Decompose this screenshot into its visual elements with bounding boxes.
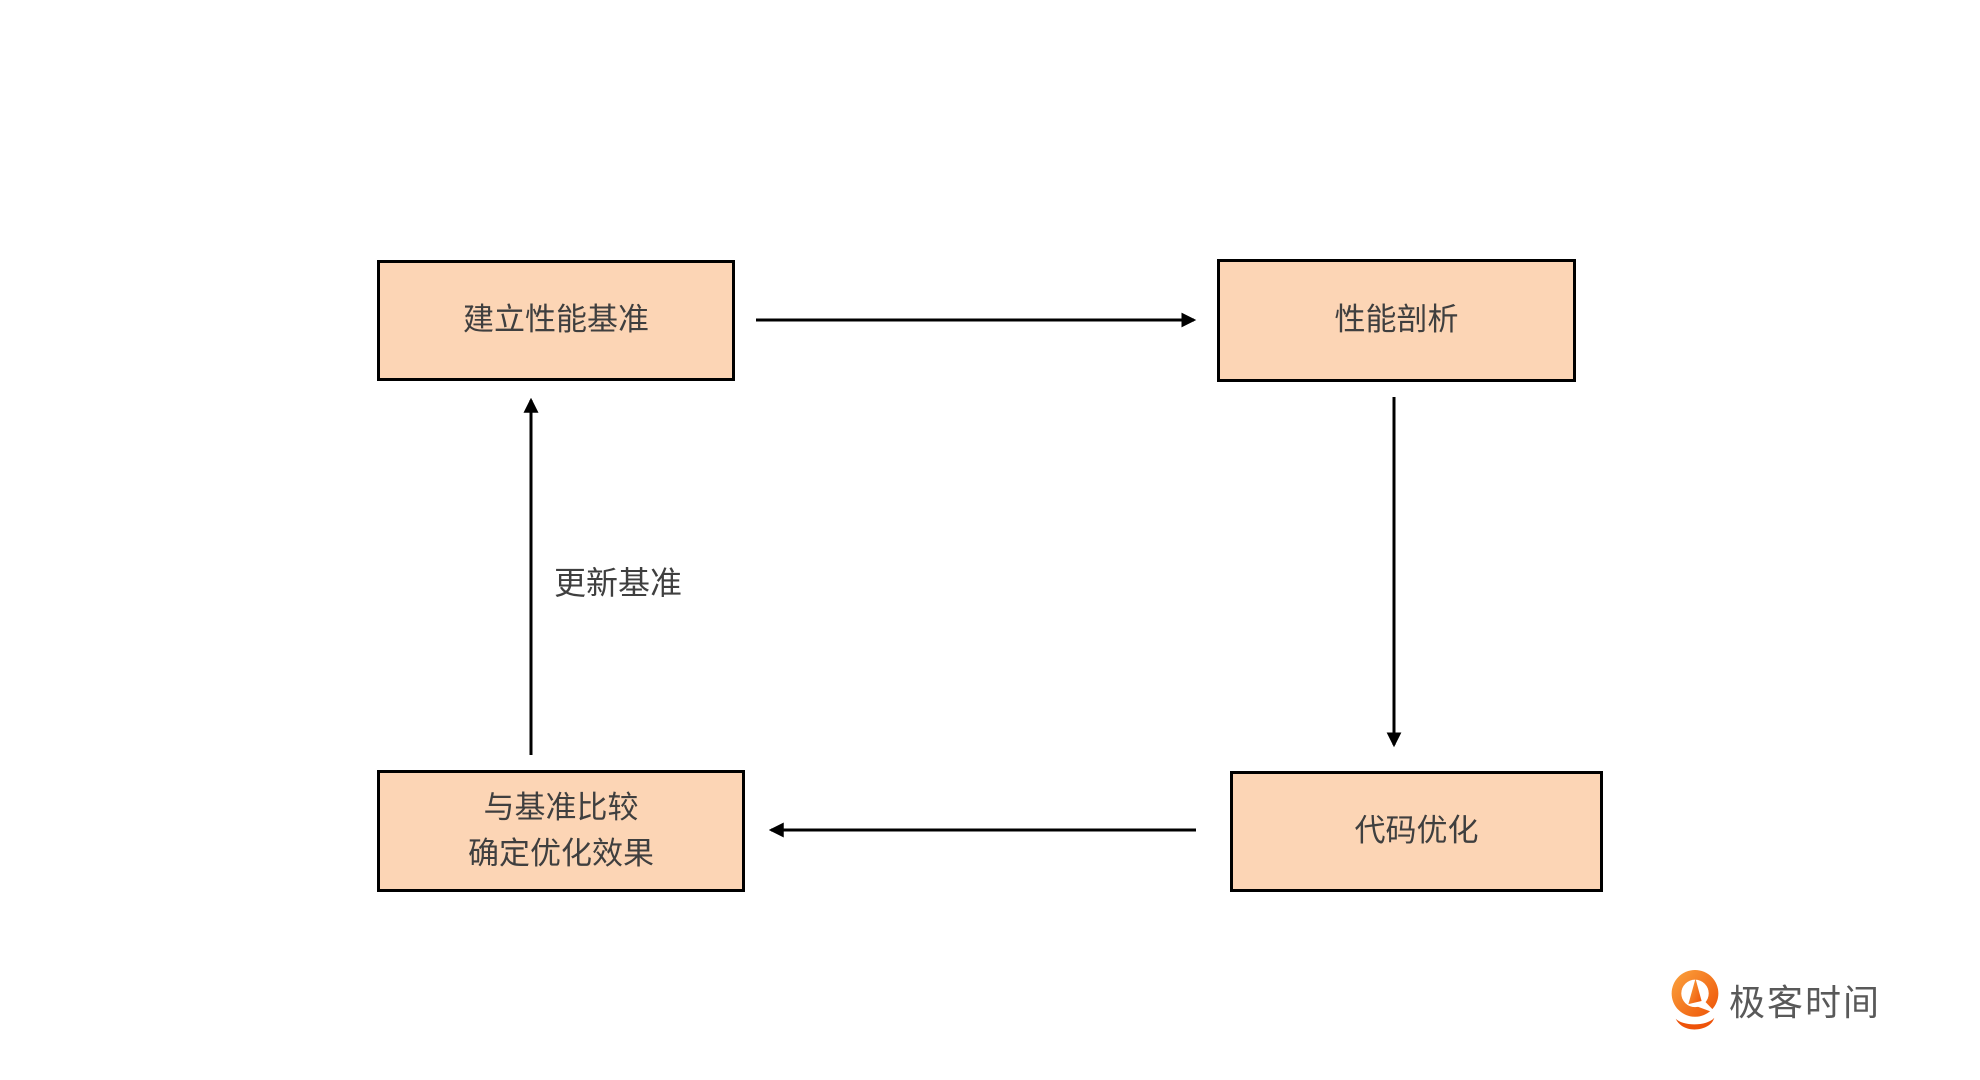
- node-label-code-optimization: 代码优化: [1354, 813, 1479, 849]
- node-label-establish-baseline: 建立性能基准: [463, 302, 649, 338]
- edge-label-update-baseline: 更新基准: [554, 565, 683, 601]
- geektime-logo-text: 极客时间: [1729, 981, 1882, 1023]
- node-code-optimization: 代码优化: [1230, 771, 1603, 892]
- geektime-logo: 极客时间: [1670, 968, 1881, 1031]
- node-compare-with-baseline: 与基准比较 确定优化效果: [377, 770, 745, 892]
- node-label-performance-profiling: 性能剖析: [1334, 302, 1459, 338]
- geektime-pin-icon: [1671, 970, 1719, 1030]
- node-establish-baseline: 建立性能基准: [377, 260, 735, 381]
- node-performance-profiling: 性能剖析: [1217, 259, 1576, 382]
- node-label-compare-with-baseline: 与基准比较 确定优化效果: [468, 789, 654, 872]
